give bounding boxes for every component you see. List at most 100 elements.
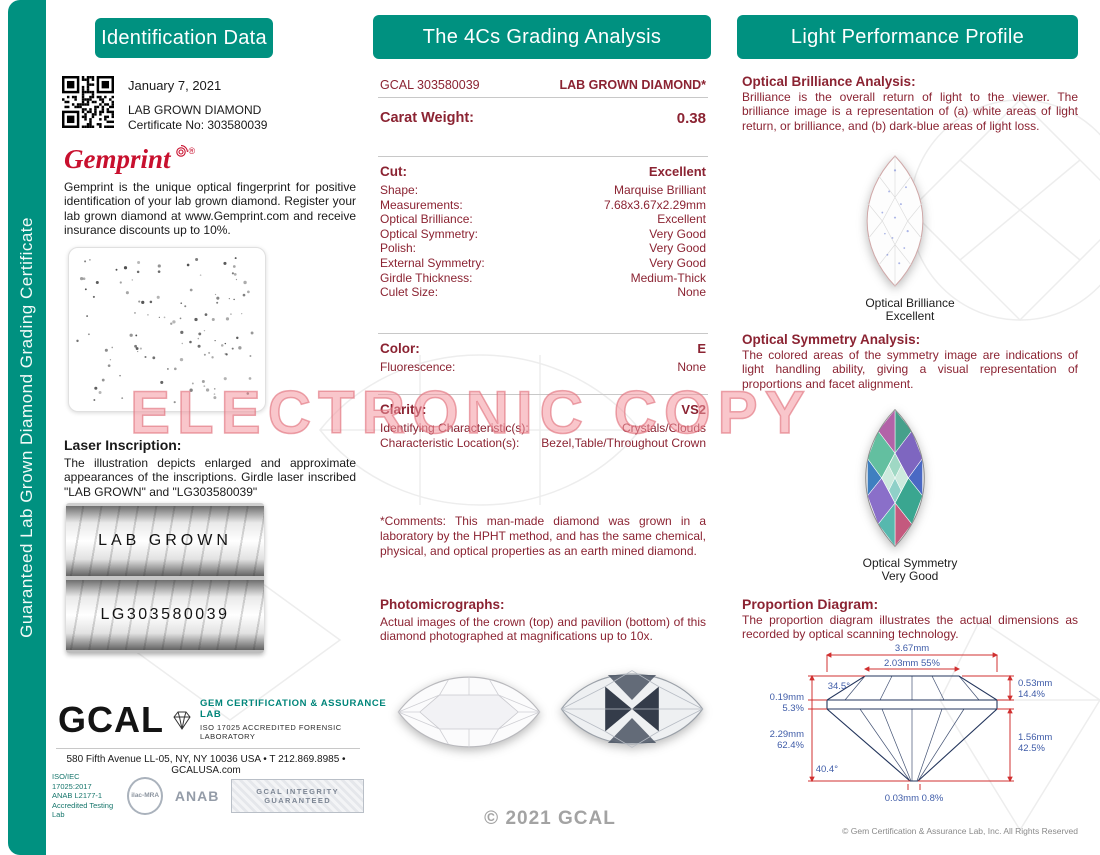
carat-weight-row: Carat Weight: 0.38 — [380, 110, 706, 127]
pavilion-photomicrograph — [560, 670, 704, 748]
optical-brilliance-grade: Excellent — [885, 309, 935, 323]
cut-value: Excellent — [648, 164, 706, 179]
report-diamond-type: LAB GROWN DIAMOND* — [559, 78, 706, 92]
photomicrographs-description: Actual images of the crown (top) and pav… — [380, 615, 706, 644]
culet-size-value: None — [677, 285, 706, 300]
anab-badge: ANAB — [171, 779, 223, 813]
optical-symmetry-caption: Optical Symmetry — [862, 556, 958, 570]
shape-row: Shape: Marquise Brilliant — [380, 183, 706, 198]
integrity-stamp: GCAL INTEGRITY GUARANTEED — [231, 778, 365, 813]
light-panel-copyright: © Gem Certification & Assurance Lab, Inc… — [842, 826, 1078, 836]
report-number: GCAL 303580039 — [380, 78, 480, 92]
ilac-mra-label: ilac-MRA — [131, 792, 160, 800]
accreditation-line-3: Accredited Testing Lab — [52, 800, 114, 820]
gemprint-logo: Gemprint ® — [64, 144, 196, 174]
optical-brilliance-value: Excellent — [657, 212, 706, 227]
gcal-wordmark: GCAL — [58, 698, 164, 740]
identifying-characteristics-row: Identifying Characteristic(s): Crystals/C… — [380, 421, 706, 436]
diagram-girdle-mm: 0.19mm — [770, 692, 804, 703]
diagram-crown-angle: 34.5° — [828, 681, 850, 692]
fluorescence-label: Fluorescence: — [380, 360, 456, 374]
laser-inscription-image: LAB GROWN LG303580039 — [66, 503, 264, 653]
gcal-subtagline: ISO 17025 ACCREDITED FORENSIC LABORATORY — [200, 723, 342, 741]
optical-brilliance-description: Brilliance is the overall return of ligh… — [742, 90, 1078, 133]
cut-row: Cut: Excellent — [380, 164, 706, 179]
external-symmetry-row: External Symmetry: Very Good — [380, 256, 706, 271]
cut-detail-rows: Shape:Marquise Brilliant Measurements:7.… — [380, 183, 706, 300]
address-divider — [56, 748, 360, 749]
girdle-facet-streaks — [66, 506, 264, 576]
accreditation-badges: ISO/IEC 17025:2017 ANAB L2177-1 Accredit… — [52, 772, 365, 820]
carat-weight-value: 0.38 — [676, 110, 706, 127]
clarity-row: Clarity: VS2 — [380, 402, 706, 417]
optical-brilliance-label: Optical Brilliance: — [380, 212, 473, 227]
identification-header-label: Identification Data — [101, 26, 267, 49]
polish-value: Very Good — [649, 241, 706, 256]
accreditation-line-2: ANAB L2177-1 — [52, 791, 103, 800]
optical-symmetry-value: Very Good — [649, 226, 706, 241]
girdle-thickness-row: Girdle Thickness:Medium-Thick — [380, 271, 706, 286]
optical-brilliance-title: Optical Brilliance Analysis: — [742, 74, 916, 89]
grading-header: The 4Cs Grading Analysis — [373, 15, 711, 59]
diagram-crown-pct: 14.4% — [1018, 689, 1045, 700]
shape-value: Marquise Brilliant — [613, 183, 706, 197]
characteristic-location-row: Characteristic Location(s): Bezel,Table/T… — [380, 436, 706, 451]
girdle-band-lab-grown: LAB GROWN — [66, 506, 264, 576]
color-value: E — [697, 341, 706, 356]
clarity-value: VS2 — [681, 402, 706, 417]
crown-photomicrograph — [397, 676, 541, 748]
section-divider — [378, 394, 708, 395]
optical-symmetry-description: The colored areas of the symmetry image … — [742, 348, 1078, 391]
certificate-sidebar: Guaranteed Lab Grown Diamond Grading Cer… — [8, 0, 46, 855]
diagram-girdle-pct: 5.3% — [782, 703, 804, 714]
diagram-crown-mm: 0.53mm — [1018, 678, 1052, 689]
inscription-lab-grown: LAB GROWN — [98, 532, 232, 549]
proportion-diagram: 3.67mm 2.03mm 55% 34.5° 0.53mm 14.4% 0.1… — [770, 643, 1053, 804]
issue-date: January 7, 2021 — [128, 78, 222, 93]
gcal-diamond-icon — [173, 711, 191, 730]
page-copyright: © 2021 GCAL — [484, 808, 616, 829]
shape-label: Shape: — [380, 183, 419, 197]
characteristic-location-label: Characteristic Location(s): — [380, 435, 520, 450]
diagram-pavilion-angle: 40.4° — [816, 764, 838, 775]
identifying-characteristics-value: Crystals/Clouds — [621, 421, 706, 435]
gemprint-wordmark: Gemprint — [64, 144, 171, 174]
identifying-characteristics-label: Identifying Characteristic(s): — [380, 421, 529, 435]
laser-inscription-description: The illustration depicts enlarged and ap… — [64, 456, 356, 499]
gemprint-description: Gemprint is the unique optical fingerpri… — [64, 180, 356, 238]
diamond-type-label: LAB GROWN DIAMOND — [128, 103, 262, 117]
polish-row: Polish:Very Good — [380, 241, 706, 256]
diagram-pavilion-pct: 42.5% — [1018, 743, 1045, 754]
clarity-detail-rows: Identifying Characteristic(s): Crystals/C… — [380, 421, 706, 450]
optical-symmetry-title: Optical Symmetry Analysis: — [742, 332, 921, 347]
section-divider — [378, 97, 708, 98]
cut-label: Cut: — [380, 164, 407, 179]
grading-header-label: The 4Cs Grading Analysis — [422, 25, 662, 48]
gcal-logo: GCAL GEM CERTIFICATION & ASSURANCE LAB I… — [58, 698, 390, 741]
optical-symmetry-image — [865, 408, 925, 548]
gemprint-scatter — [76, 257, 254, 404]
diagram-total-width: 3.67mm — [895, 643, 929, 654]
external-symmetry-value: Very Good — [649, 255, 706, 270]
light-performance-header: Light Performance Profile — [737, 15, 1078, 59]
section-divider — [378, 156, 708, 157]
identification-header: Identification Data — [95, 18, 273, 58]
ilac-mra-badge: ilac-MRA — [127, 776, 163, 815]
fluorescence-value: None — [677, 360, 706, 374]
diagram-pavilion-mm: 1.56mm — [1018, 732, 1052, 743]
fingerprint-icon — [175, 145, 188, 157]
optical-brilliance-row: Optical Brilliance: Excellent — [380, 212, 706, 227]
gemprint-registered-mark: ® — [188, 146, 196, 156]
girdle-thickness-label: Girdle Thickness: — [380, 270, 473, 285]
diagram-depth-mm: 2.29mm — [770, 729, 804, 740]
diagram-depth-pct: 62.4% — [777, 740, 804, 751]
fluorescence-row: Fluorescence: None — [380, 360, 706, 375]
external-symmetry-label: External Symmetry: — [380, 255, 485, 270]
gcal-tagline: GEM CERTIFICATION & ASSURANCE LAB — [200, 698, 387, 720]
carat-weight-label: Carat Weight: — [380, 110, 474, 126]
measurements-value: 7.68x3.67x2.29mm — [603, 197, 706, 212]
characteristic-location-value: Bezel,Table/Throughout Crown — [541, 435, 706, 450]
qr-code — [62, 76, 114, 128]
color-label: Color: — [380, 341, 420, 356]
